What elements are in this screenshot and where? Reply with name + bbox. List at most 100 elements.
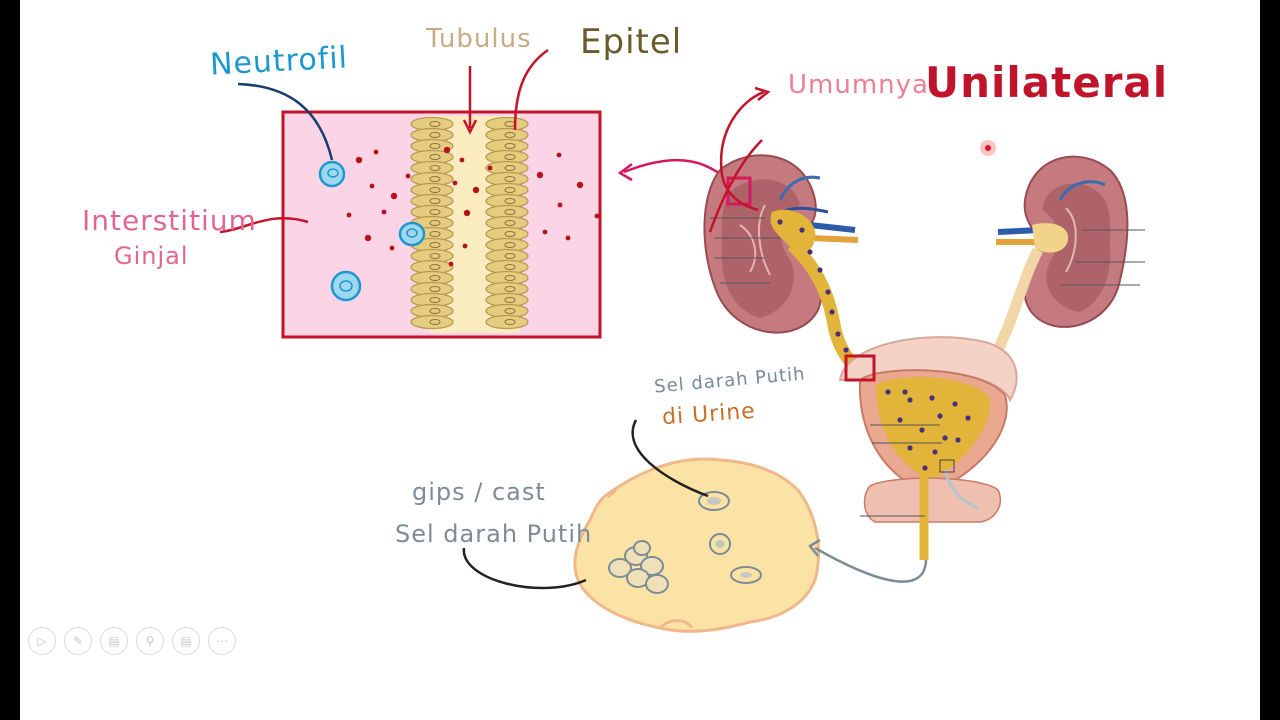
epithelial-nucleus: [429, 242, 441, 248]
bladder: [838, 336, 1018, 560]
epithelial-nucleus: [504, 132, 516, 138]
epithelial-nucleus: [504, 187, 516, 193]
label-epitel: Epitel: [580, 22, 683, 62]
tissue-section: [281, 110, 602, 339]
callout-lines: [710, 217, 1145, 517]
rbc-dot: [536, 171, 544, 179]
wbc-dot: [929, 395, 935, 401]
umumnya-arrowhead: [754, 86, 771, 101]
slides-icon[interactable]: ▤: [100, 627, 128, 655]
wbc-dot: [942, 435, 948, 441]
bladder-detail-box: [939, 459, 955, 473]
rbc-dot: [373, 149, 379, 155]
ureter-zoom-box: [844, 354, 876, 382]
urinary-tract: [703, 154, 1145, 560]
epithelial-nucleus: [504, 231, 516, 237]
rbc-dot: [364, 234, 372, 242]
epithelial-nucleus: [504, 242, 516, 248]
diagram: [219, 48, 1145, 633]
play-icon[interactable]: ▷: [28, 627, 56, 655]
pen-icon[interactable]: ✎: [64, 627, 92, 655]
wbc-in-cast: [698, 491, 730, 511]
epithelial-nucleus: [429, 286, 441, 292]
rbc-dot: [448, 261, 454, 267]
rbc-dot: [462, 243, 468, 249]
laser-pointer-dot: [980, 140, 996, 156]
rbc-dot: [452, 180, 458, 186]
label-umumnya: Umumnya: [788, 70, 929, 100]
epithelial-nucleus: [504, 209, 516, 215]
wbc-dot: [932, 449, 938, 455]
slide-canvas: Neutrofil Tubulus Epitel Interstitium Gi…: [20, 0, 1260, 720]
wbc-dot: [922, 465, 928, 471]
rbc-dot: [369, 183, 375, 189]
label-ginjal: Ginjal: [114, 242, 189, 270]
wbc-dot: [777, 219, 783, 225]
wbc-dot: [907, 445, 913, 451]
rbc-dot: [472, 186, 480, 194]
epithelial-nucleus: [429, 143, 441, 149]
epitel-pointer: [513, 48, 549, 131]
epithelial-nucleus: [504, 297, 516, 303]
rbc-dot: [542, 229, 548, 235]
epithelial-nucleus: [429, 275, 441, 281]
tubulus-arrowhead: [462, 119, 478, 135]
rbc-dot: [389, 245, 395, 251]
epithelial-nucleus: [429, 264, 441, 270]
wbc-dot: [897, 417, 903, 423]
rbc-dot: [576, 181, 584, 189]
epithelial-nucleus: [429, 308, 441, 314]
wbc-dot: [835, 331, 841, 337]
captions-icon[interactable]: ▤: [172, 627, 200, 655]
epithelial-cell: [410, 314, 454, 330]
epithelial-nucleus: [429, 209, 441, 215]
rbc-dot: [355, 156, 363, 164]
rbc-dot: [557, 202, 563, 208]
wbc-urine-pointer: [631, 419, 709, 498]
zoom-icon[interactable]: ⚲: [136, 627, 164, 655]
epithelial-nucleus: [429, 198, 441, 204]
cast-pointer: [462, 547, 587, 590]
zoom-link-arrowhead: [617, 163, 633, 182]
cross-stroke: [708, 139, 763, 233]
epithelial-nucleus: [504, 308, 516, 314]
epithelial-nucleus: [429, 220, 441, 226]
epithelial-nucleus: [504, 165, 516, 171]
right-kidney: [996, 155, 1129, 328]
rbc-dot: [390, 192, 398, 200]
rbc-dot: [556, 152, 562, 158]
rbc-dot: [463, 209, 471, 217]
epithelial-nucleus: [429, 319, 441, 325]
label-tubulus: Tubulus: [426, 24, 532, 54]
epithelial-nucleus: [429, 297, 441, 303]
wbc-dot: [807, 249, 813, 255]
label-neutrofil: Neutrofil: [209, 40, 349, 83]
wbc-dot: [907, 397, 913, 403]
rbc-dot: [381, 209, 387, 215]
label-gips-cast: gips / cast: [412, 478, 546, 506]
epithelial-nucleus: [429, 187, 441, 193]
epithelial-nucleus: [504, 286, 516, 292]
wbc-dot: [825, 289, 831, 295]
epithelial-nucleus: [429, 176, 441, 182]
rbc-dot: [346, 212, 352, 218]
epithelial-nucleus: [429, 253, 441, 259]
wbc-dot: [829, 309, 835, 315]
wbc-dot: [965, 415, 971, 421]
more-icon[interactable]: ⋯: [208, 627, 236, 655]
red-blood-cells: [346, 146, 600, 267]
rbc-dot: [405, 173, 411, 179]
presentation-toolbar: ▷ ✎ ▤ ⚲ ▤ ⋯: [28, 627, 236, 655]
epithelial-nucleus: [504, 176, 516, 182]
rbc-dot: [594, 213, 600, 219]
left-epithelium: [410, 116, 454, 330]
epithelial-nucleus: [504, 264, 516, 270]
wbc-cluster: [608, 540, 669, 594]
wbc-dot: [937, 413, 943, 419]
neutrophil-cell: [330, 270, 362, 302]
epithelial-nucleus: [504, 154, 516, 160]
right-epithelium: [485, 116, 529, 330]
rbc-dot: [487, 165, 493, 171]
urethra-to-cast-arrowhead: [808, 538, 821, 557]
urethra-to-cast-arrow: [814, 546, 928, 583]
